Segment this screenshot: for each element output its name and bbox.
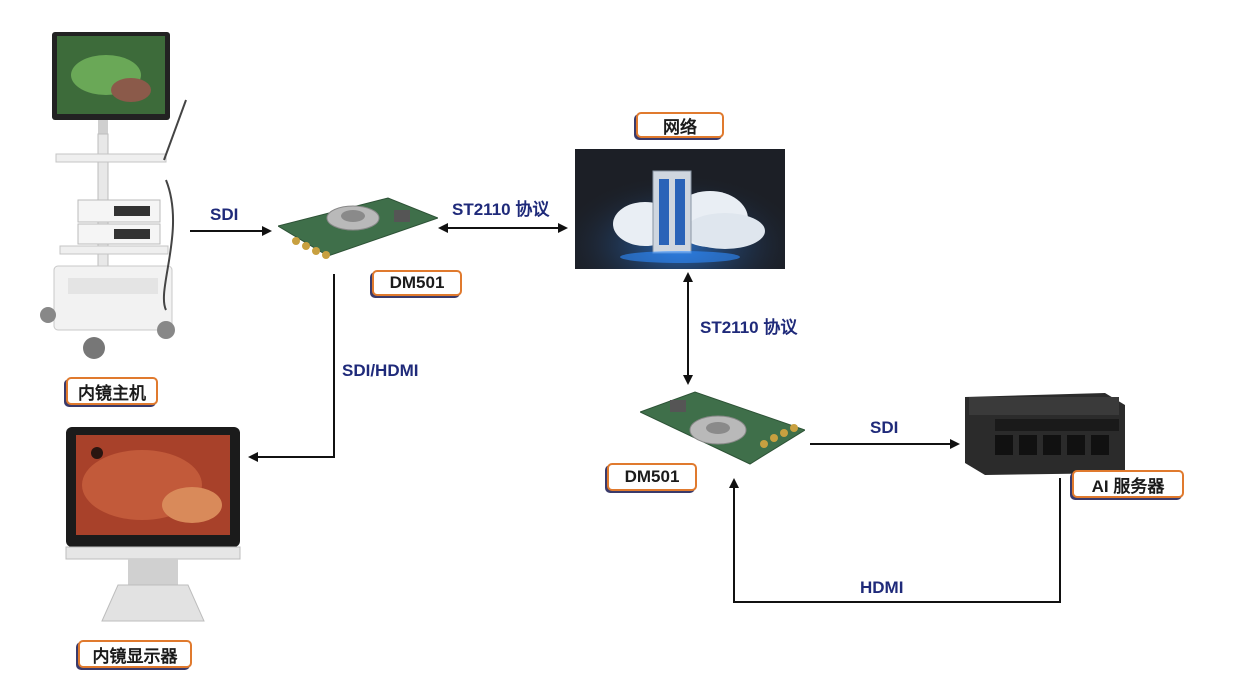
arrow-server-to-dm501 [729,478,1061,603]
network-image [575,149,785,269]
endoscope-host-label: 内镜主机 [66,377,158,405]
endoscope-host-image [36,30,196,365]
ai-server-image [965,393,1125,475]
dm501-board-image-top [278,196,438,268]
ai-server-label: AI 服务器 [1072,470,1184,498]
link-label-host-to-dm501: SDI [210,205,239,224]
link-label-network-to-dm501: ST2110 协议 [700,318,798,337]
dm501-bottom-label: DM501 [607,463,697,491]
dm501-board-image-bottom [640,390,805,468]
endoscope-display-label: 内镜显示器 [78,640,192,668]
endoscope-display-image [62,425,244,625]
dm501-top-label: DM501 [372,270,462,296]
arrow-dm501-to-display [248,274,335,462]
link-label-dm501-to-display: SDI/HDMI [342,361,419,380]
link-label-dm501-to-network: ST2110 协议 [452,200,550,219]
network-label: 网络 [636,112,724,138]
link-label-dm501-to-server: SDI [870,418,899,437]
link-label-server-to-dm501: HDMI [860,578,904,597]
